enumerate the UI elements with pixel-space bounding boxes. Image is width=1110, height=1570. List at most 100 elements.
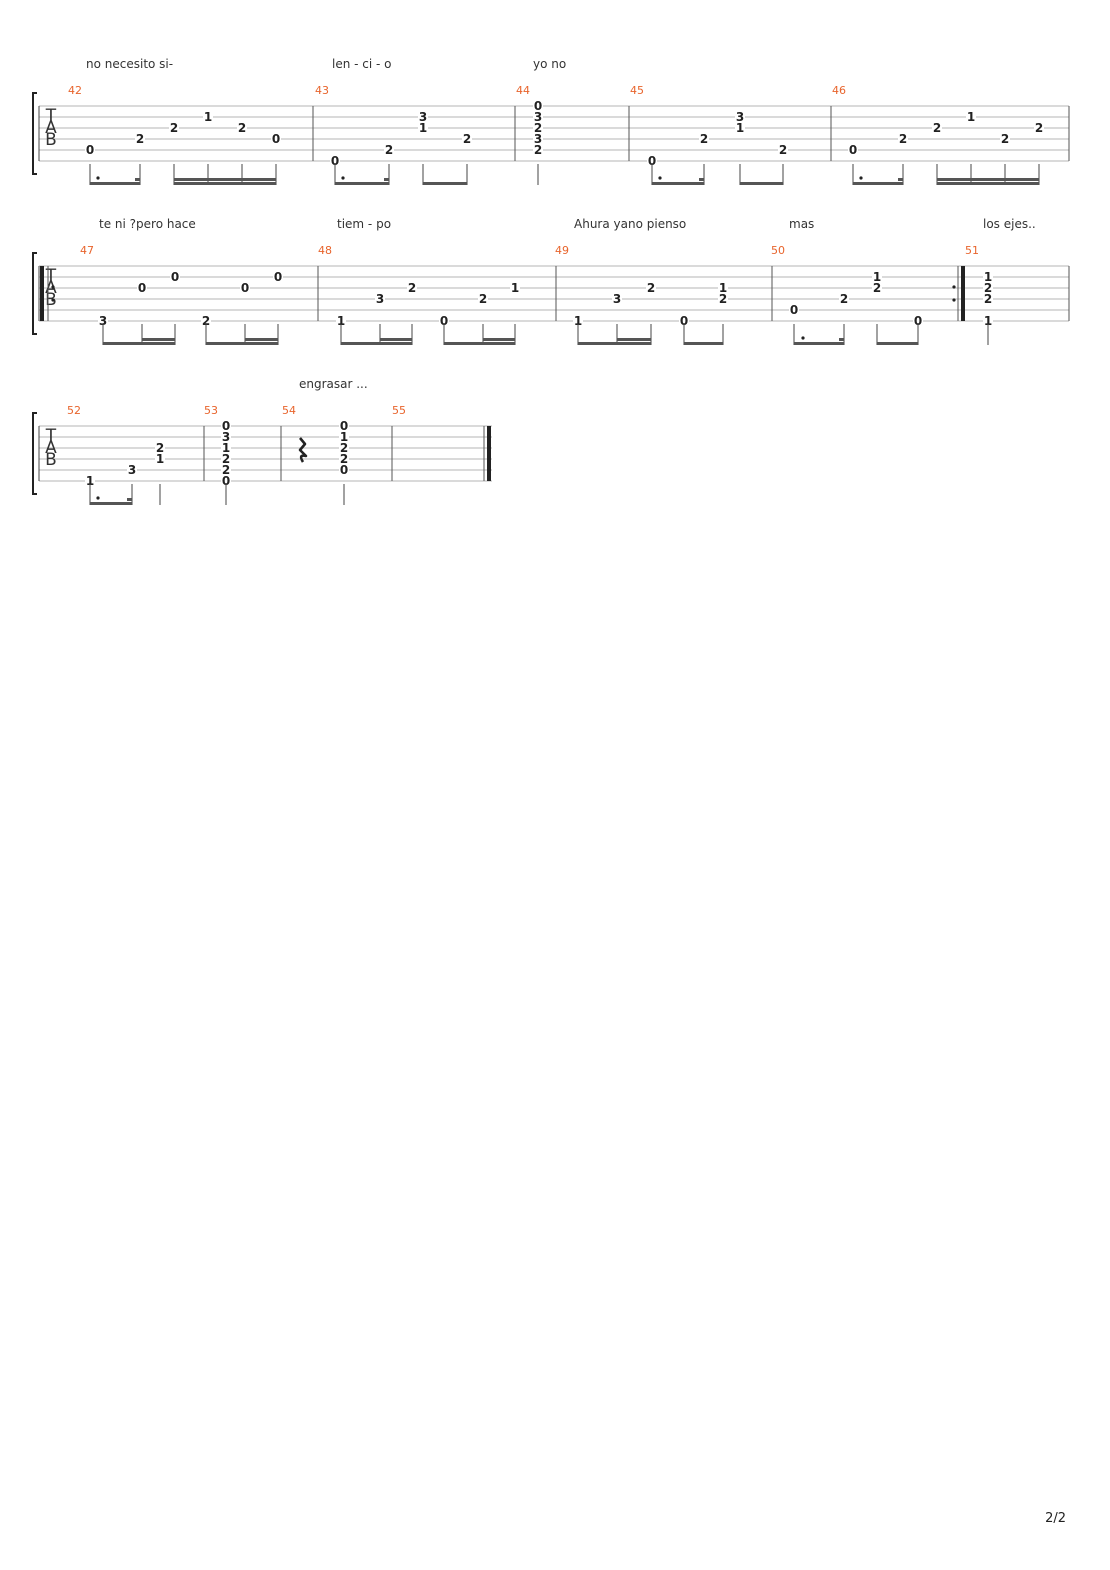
partial-beam bbox=[384, 178, 389, 181]
fret-number: 1 bbox=[337, 314, 345, 328]
fret-number-bg bbox=[271, 133, 281, 145]
fret-number: 1 bbox=[419, 121, 427, 135]
fret-number: 2 bbox=[170, 121, 178, 135]
beam bbox=[206, 342, 278, 345]
fret-number-bg bbox=[273, 271, 283, 283]
beam bbox=[937, 182, 1039, 185]
fret-number-bg bbox=[533, 144, 543, 156]
tab-clef-letter: T bbox=[45, 426, 57, 446]
fret-number-bg bbox=[872, 271, 882, 283]
fret-number-bg bbox=[533, 122, 543, 134]
fret-number-bg bbox=[240, 282, 250, 294]
measure-number: 47 bbox=[80, 244, 94, 257]
lyric-syllable: engrasar ... bbox=[299, 377, 368, 391]
fret-number: 1 bbox=[967, 110, 975, 124]
fret-number-bg bbox=[848, 144, 858, 156]
fret-number-bg bbox=[201, 315, 211, 327]
fret-number: 0 bbox=[534, 99, 542, 113]
fret-number: 0 bbox=[680, 314, 688, 328]
fret-number-bg bbox=[203, 111, 213, 123]
fret-number: 2 bbox=[873, 281, 881, 295]
fret-number: 2 bbox=[933, 121, 941, 135]
quarter-rest bbox=[298, 437, 308, 463]
fret-number: 2 bbox=[222, 463, 230, 477]
partial-beam bbox=[839, 338, 844, 341]
fret-number: 1 bbox=[511, 281, 519, 295]
fret-number: 2 bbox=[840, 292, 848, 306]
fret-number-bg bbox=[778, 144, 788, 156]
fret-number-bg bbox=[983, 271, 993, 283]
fret-number: 3 bbox=[222, 430, 230, 444]
beam bbox=[794, 342, 844, 345]
fret-number-bg bbox=[221, 453, 231, 465]
fret-number-bg bbox=[85, 475, 95, 487]
fret-number: 0 bbox=[340, 419, 348, 433]
fret-number-bg bbox=[983, 293, 993, 305]
fret-number-bg bbox=[839, 293, 849, 305]
fret-number-bg bbox=[533, 133, 543, 145]
measure-number: 43 bbox=[315, 84, 329, 97]
fret-number: 0 bbox=[222, 474, 230, 488]
fret-number: 3 bbox=[613, 292, 621, 306]
fret-number: 3 bbox=[534, 110, 542, 124]
fret-number: 2 bbox=[385, 143, 393, 157]
measure-number: 51 bbox=[965, 244, 979, 257]
fret-number: 0 bbox=[274, 270, 282, 284]
fret-number-bg bbox=[439, 315, 449, 327]
lyric-syllable: mas bbox=[789, 217, 814, 231]
partial-beam bbox=[127, 498, 132, 501]
fret-number-bg bbox=[135, 133, 145, 145]
fret-number: 1 bbox=[86, 474, 94, 488]
lyric-syllable: Ahura yano pienso bbox=[574, 217, 686, 231]
tab-clef-letter: T bbox=[45, 106, 57, 126]
fret-number-bg bbox=[983, 315, 993, 327]
rhythm-dot bbox=[658, 176, 662, 180]
tab-clef-letter: B bbox=[45, 130, 57, 150]
fret-number-bg bbox=[462, 133, 472, 145]
beam-secondary bbox=[617, 338, 651, 341]
system-bracket bbox=[32, 252, 37, 335]
fret-number: 2 bbox=[1001, 132, 1009, 146]
fret-number-bg bbox=[478, 293, 488, 305]
fret-number-bg bbox=[418, 111, 428, 123]
fret-number: 1 bbox=[204, 110, 212, 124]
fret-number-bg bbox=[221, 475, 231, 487]
fret-number: 0 bbox=[138, 281, 146, 295]
beam bbox=[652, 182, 704, 185]
fret-number-bg bbox=[221, 431, 231, 443]
fret-number-bg bbox=[375, 293, 385, 305]
fret-number-bg bbox=[85, 144, 95, 156]
lyric-syllable: tiem - po bbox=[337, 217, 391, 231]
measure-number: 50 bbox=[771, 244, 785, 257]
fret-number: 2 bbox=[222, 452, 230, 466]
fret-number-bg bbox=[932, 122, 942, 134]
fret-number-bg bbox=[966, 111, 976, 123]
fret-number: 2 bbox=[202, 314, 210, 328]
fret-number: 3 bbox=[736, 110, 744, 124]
measure-number: 46 bbox=[832, 84, 846, 97]
fret-number: 2 bbox=[156, 441, 164, 455]
fret-number: 1 bbox=[574, 314, 582, 328]
partial-beam bbox=[699, 178, 704, 181]
beam-secondary bbox=[174, 178, 276, 181]
fret-number-bg bbox=[336, 315, 346, 327]
fret-number-bg bbox=[983, 282, 993, 294]
fret-number: 2 bbox=[647, 281, 655, 295]
fret-number: 2 bbox=[534, 143, 542, 157]
fret-number-bg bbox=[339, 464, 349, 476]
tab-clef-letter: B bbox=[45, 450, 57, 470]
beam bbox=[684, 342, 723, 345]
measure-number: 54 bbox=[282, 404, 296, 417]
rhythm-dot bbox=[859, 176, 863, 180]
partial-beam bbox=[898, 178, 903, 181]
fret-number: 0 bbox=[849, 143, 857, 157]
beam-secondary bbox=[380, 338, 412, 341]
fret-number-bg bbox=[612, 293, 622, 305]
fret-number-bg bbox=[510, 282, 520, 294]
fret-number-bg bbox=[789, 304, 799, 316]
rhythm-dot bbox=[96, 496, 100, 500]
fret-number: 1 bbox=[222, 441, 230, 455]
fret-number: 1 bbox=[873, 270, 881, 284]
beam-secondary bbox=[245, 338, 278, 341]
